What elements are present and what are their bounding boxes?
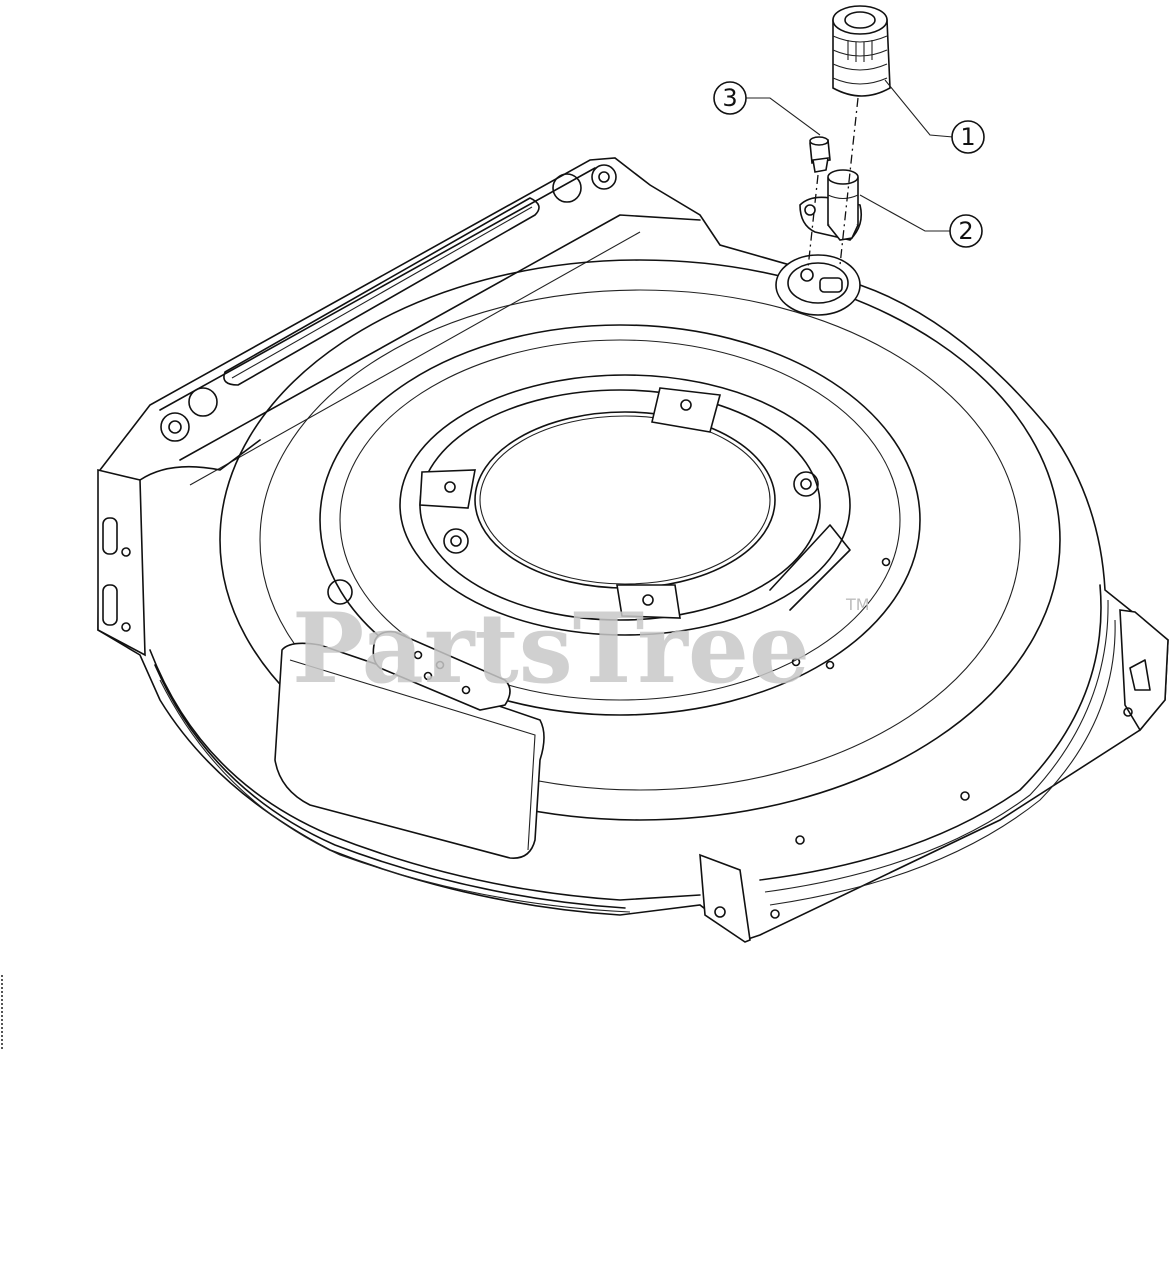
watermark-trademark: TM (845, 595, 870, 614)
callout-3-label: 3 (722, 84, 737, 112)
callout-2: 2 (859, 194, 983, 248)
callout-1-label: 1 (960, 123, 975, 151)
part-3-small-fitting (809, 136, 831, 173)
centerline-part-3 (807, 174, 819, 269)
partstree-watermark: PartsTree (292, 592, 810, 705)
callout-2-label: 2 (958, 217, 973, 245)
part-1-wash-port-cap (832, 5, 891, 97)
part-2-hose-fitting (799, 169, 863, 241)
callout-1: 1 (884, 79, 985, 154)
centerline-part-1 (839, 97, 859, 266)
mower-deck (97, 157, 1169, 943)
callout-3: 3 (713, 81, 821, 136)
